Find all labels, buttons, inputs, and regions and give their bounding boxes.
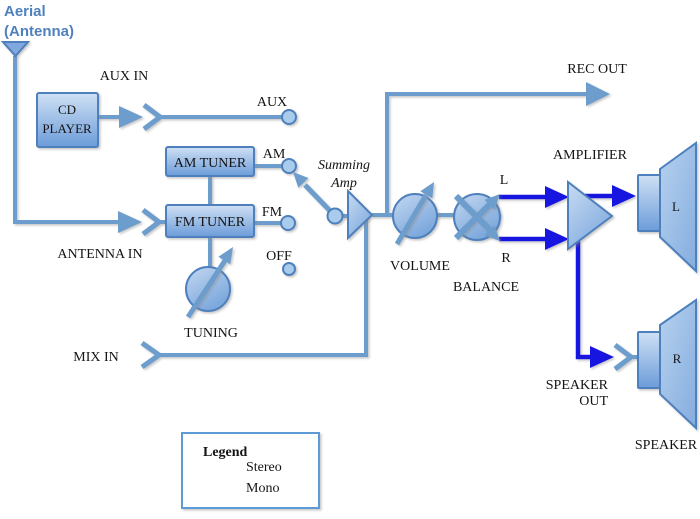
tuning-knob-pointer bbox=[185, 257, 229, 319]
mix-in-label: MIX IN bbox=[73, 350, 119, 365]
mix-in-connector-icon bbox=[140, 340, 164, 370]
aux-in-label: AUX IN bbox=[100, 69, 149, 84]
aerial-wire bbox=[13, 56, 118, 224]
speaker-l-driver bbox=[637, 174, 661, 232]
legend-box bbox=[181, 432, 320, 509]
amplifier-triangle bbox=[567, 179, 614, 251]
antenna-icon bbox=[0, 41, 31, 58]
aerial-label-line2: (Antenna) bbox=[4, 23, 74, 40]
components bbox=[0, 41, 697, 431]
antenna-in-label: ANTENNA IN bbox=[57, 247, 142, 262]
speaker-l-label: L bbox=[672, 199, 680, 214]
labels: Aerial (Antenna) AUX IN CD PLAYER AUX AM… bbox=[4, 3, 698, 453]
left-channel-label: L bbox=[500, 173, 509, 188]
aerial-label-line1: Aerial bbox=[4, 3, 46, 20]
summing-amp-label-line2: Amp bbox=[330, 176, 357, 191]
right-channel-arrowhead-icon bbox=[545, 228, 569, 250]
cd-player-box bbox=[36, 92, 99, 148]
rec-out-wire bbox=[385, 92, 586, 215]
tuning-label: TUNING bbox=[184, 326, 238, 341]
cd-player-label-line1: CD bbox=[58, 102, 76, 117]
balance-up-arrowhead-icon bbox=[484, 194, 500, 210]
am-tuner-box bbox=[165, 146, 255, 177]
antenna-in-arrowhead-icon bbox=[118, 211, 142, 233]
off-label: OFF bbox=[266, 249, 292, 264]
speaker-r-cone bbox=[659, 298, 697, 431]
speaker-out-label-line2: OUT bbox=[579, 394, 608, 409]
mono-wires bbox=[499, 185, 636, 368]
fm-contact bbox=[280, 215, 296, 231]
control-arrows bbox=[185, 172, 500, 319]
speaker-out-label-line1: SPEAKER bbox=[546, 378, 609, 393]
amplifier-label: AMPLIFIER bbox=[553, 148, 628, 163]
summing-amp-triangle bbox=[347, 188, 374, 241]
am-contact bbox=[281, 158, 297, 174]
speaker-l-arrowhead-icon bbox=[612, 185, 636, 207]
mix-in-wire bbox=[159, 215, 368, 357]
left-channel-arrowhead-icon bbox=[545, 186, 569, 208]
fm-label: FM bbox=[262, 205, 283, 220]
tuning-pointer-arrowhead-icon bbox=[218, 247, 233, 265]
rec-out-label: REC OUT bbox=[567, 62, 627, 77]
aux-label: AUX bbox=[257, 95, 287, 110]
cd-out-arrowhead-icon bbox=[119, 106, 143, 128]
volume-pointer-arrowhead-icon bbox=[420, 182, 434, 199]
off-contact bbox=[282, 262, 296, 276]
balance-down-pointer bbox=[453, 193, 493, 233]
cd-player-label-line2: PLAYER bbox=[42, 121, 92, 136]
speaker-out-connector-icon bbox=[613, 343, 636, 371]
rec-out-arrowhead-icon bbox=[586, 82, 610, 106]
amp-to-speaker-r-wire bbox=[575, 241, 592, 360]
stereo-wires bbox=[13, 56, 638, 371]
balance-up-pointer bbox=[453, 201, 493, 241]
selector-pivot bbox=[326, 207, 344, 225]
aux-contact bbox=[281, 109, 297, 125]
speaker-r-label: R bbox=[673, 351, 682, 366]
selector-arm-arrowhead-icon bbox=[293, 172, 309, 188]
legend-stereo-label: Stereo bbox=[246, 460, 282, 475]
antenna-in-connector-icon bbox=[141, 208, 164, 236]
speaker-label: SPEAKER bbox=[635, 438, 698, 453]
volume-knob-pointer bbox=[394, 193, 429, 246]
balance-down-arrowhead-icon bbox=[484, 225, 500, 241]
speaker-out-arrowhead-icon bbox=[590, 346, 614, 368]
legend: Legend Stereo Mono bbox=[181, 432, 320, 509]
am-label: AM bbox=[263, 147, 286, 162]
right-channel-label: R bbox=[501, 251, 511, 266]
summing-amp-label-line1: Summing bbox=[318, 158, 370, 173]
speaker-l-cone bbox=[659, 141, 697, 274]
am-tuner-label: AM TUNER bbox=[174, 156, 247, 171]
volume-label: VOLUME bbox=[390, 259, 450, 274]
fm-tuner-box bbox=[165, 204, 255, 238]
balance-label: BALANCE bbox=[453, 280, 519, 295]
legend-mono-label: Mono bbox=[246, 481, 279, 496]
fm-tuner-label: FM TUNER bbox=[175, 215, 246, 230]
speaker-r-driver bbox=[637, 331, 661, 389]
aux-connector-icon bbox=[142, 103, 165, 131]
legend-title: Legend bbox=[203, 445, 248, 460]
